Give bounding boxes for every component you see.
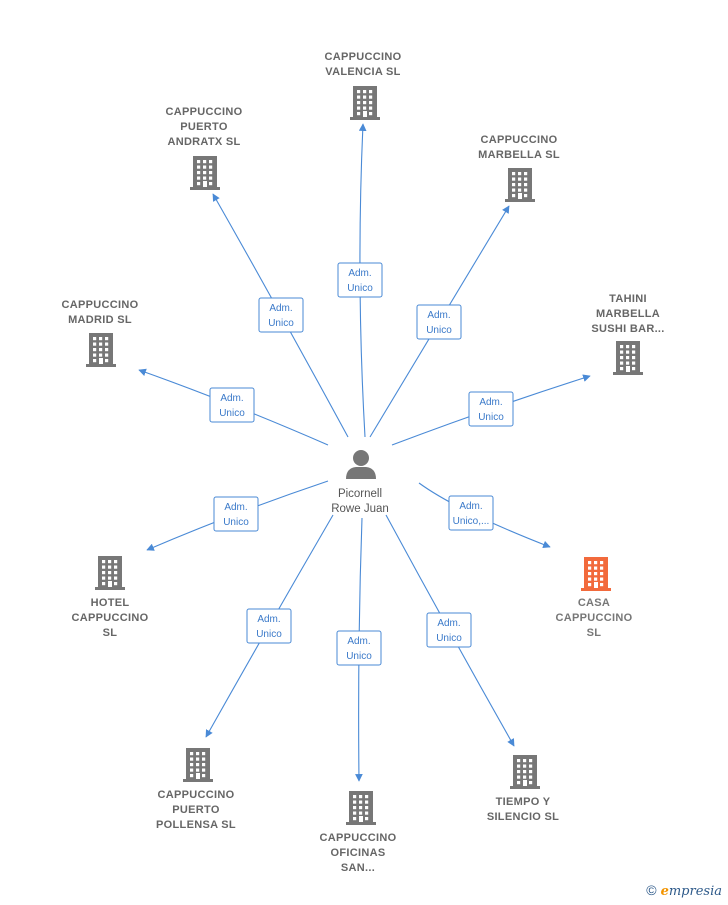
company-name-line: TIEMPO Y: [496, 796, 551, 808]
edge-label-andratx[interactable]: Adm. Unico: [258, 297, 304, 333]
edge-label-box: [336, 630, 382, 666]
company-node-pollensa[interactable]: CAPPUCCINO PUERTO POLLENSA SL: [156, 748, 236, 831]
edge-label-text: Adm.: [459, 501, 482, 512]
company-name-line: VALENCIA SL: [325, 66, 400, 78]
building-icon: [86, 333, 116, 367]
company-name-line: HOTEL: [91, 597, 130, 609]
company-name-line: MARBELLA: [596, 308, 660, 320]
edge-label-oficinas[interactable]: Adm. Unico: [336, 630, 382, 666]
company-name-line: CAPPUCCINO: [166, 106, 243, 118]
copyright-icon: ©: [646, 882, 657, 898]
edge-label-text: Adm.: [220, 393, 243, 404]
company-name-line: CAPPUCCINO: [556, 612, 633, 624]
edge-label-text: Unico: [478, 412, 504, 423]
edge-label-valencia[interactable]: Adm. Unico: [337, 262, 383, 298]
building-icon: [183, 748, 213, 782]
company-node-oficinas[interactable]: CAPPUCCINO OFICINAS SAN...: [320, 791, 397, 874]
edge-label-tahini[interactable]: Adm. Unico: [468, 391, 514, 427]
edge-label-box: [416, 304, 462, 340]
company-name-line: SAN...: [341, 862, 375, 874]
building-icon: [510, 755, 540, 789]
edge-label-box: [448, 495, 494, 531]
footer-brand[interactable]: ©empresia: [646, 882, 722, 899]
edge-label-marbella[interactable]: Adm. Unico: [416, 304, 462, 340]
company-node-andratx[interactable]: CAPPUCCINO PUERTO ANDRATX SL: [166, 106, 243, 190]
edge-label-text: Adm.: [257, 614, 280, 625]
company-node-hotel[interactable]: HOTEL CAPPUCCINO SL: [72, 556, 149, 639]
company-name-line: MADRID SL: [68, 314, 132, 326]
company-name-line: CAPPUCCINO: [481, 134, 558, 146]
company-name-line: CASA: [578, 597, 610, 609]
person-icon: [346, 450, 376, 479]
company-name-line: SILENCIO SL: [487, 811, 559, 823]
building-icon: [613, 341, 643, 375]
person-node[interactable]: Picornell Rowe Juan: [331, 450, 389, 515]
company-name-line: POLLENSA SL: [156, 819, 236, 831]
edge-label-box: [426, 612, 472, 648]
company-node-marbella[interactable]: CAPPUCCINO MARBELLA SL: [478, 134, 560, 202]
edge-label-box: [258, 297, 304, 333]
edge-label-text: Adm.: [224, 502, 247, 513]
edge-label-text: Unico,...: [453, 516, 490, 527]
edge-label-box: [213, 496, 259, 532]
edge-label-text: Unico: [426, 325, 452, 336]
edge-label-pollensa[interactable]: Adm. Unico: [246, 608, 292, 644]
nodes-layer: CAPPUCCINO VALENCIA SL CAPPUCCINO PUERTO AND…: [62, 51, 665, 874]
person-name-line-1: Picornell: [338, 488, 382, 500]
company-node-casa[interactable]: CASA CAPPUCCINO SL: [556, 557, 633, 639]
brand-logo-text: mpresia: [668, 884, 722, 899]
company-node-valencia[interactable]: CAPPUCCINO VALENCIA SL: [325, 51, 402, 120]
edge-label-box: [246, 608, 292, 644]
building-icon: [505, 168, 535, 202]
company-name-line: PUERTO: [172, 804, 220, 816]
company-name-line: CAPPUCCINO: [320, 832, 397, 844]
company-node-tahini[interactable]: TAHINI MARBELLA SUSHI BAR...: [591, 293, 664, 375]
edge-label-box: [209, 387, 255, 423]
company-node-madrid[interactable]: CAPPUCCINO MADRID SL: [62, 299, 139, 367]
company-name-line: CAPPUCCINO: [325, 51, 402, 63]
edges-layer: Adm.UnicoAdm.UnicoAdm.UnicoAdm.UnicoAdm.…: [138, 123, 591, 782]
building-icon: [346, 791, 376, 825]
company-name-line: MARBELLA SL: [478, 149, 560, 161]
edge-label-tiempo[interactable]: Adm. Unico: [426, 612, 472, 648]
company-name-line: CAPPUCCINO: [158, 789, 235, 801]
edge-label-box: [468, 391, 514, 427]
edge-label-text: Unico: [347, 283, 373, 294]
company-name-line: ANDRATX SL: [167, 136, 240, 148]
building-icon: [350, 86, 380, 120]
edge-label-text: Adm.: [347, 636, 370, 647]
company-name-line: CAPPUCCINO: [72, 612, 149, 624]
company-name-line: SL: [587, 627, 602, 639]
edge-label-text: Unico: [256, 629, 282, 640]
company-name-line: SL: [103, 627, 118, 639]
edge-label-text: Adm.: [348, 268, 371, 279]
company-node-tiempo[interactable]: TIEMPO Y SILENCIO SL: [487, 755, 559, 823]
building-icon: [190, 156, 220, 190]
edge-label-casa[interactable]: Adm. Unico,...: [448, 495, 494, 531]
edge-label-text: Unico: [346, 651, 372, 662]
company-name-line: CAPPUCCINO: [62, 299, 139, 311]
brand-logo-initial: e: [660, 884, 669, 899]
company-name-line: TAHINI: [609, 293, 647, 305]
edge-label-box: [337, 262, 383, 298]
edge-label-text: Unico: [436, 633, 462, 644]
edge-label-text: Adm.: [437, 618, 460, 629]
edge-label-text: Unico: [268, 318, 294, 329]
edge-label-text: Adm.: [269, 303, 292, 314]
edge-label-hotel[interactable]: Adm. Unico: [213, 496, 259, 532]
edge-label-text: Unico: [223, 517, 249, 528]
person-name-line-2: Rowe Juan: [331, 503, 389, 515]
edge-label-text: Adm.: [427, 310, 450, 321]
edge-label-text: Unico: [219, 408, 245, 419]
company-name-line: PUERTO: [180, 121, 228, 133]
company-name-line: OFICINAS: [331, 847, 386, 859]
edge-label-madrid[interactable]: Adm. Unico: [209, 387, 255, 423]
edge-label-text: Adm.: [479, 397, 502, 408]
building-icon: [95, 556, 125, 590]
building-icon: [581, 557, 611, 591]
company-name-line: SUSHI BAR...: [591, 323, 664, 335]
